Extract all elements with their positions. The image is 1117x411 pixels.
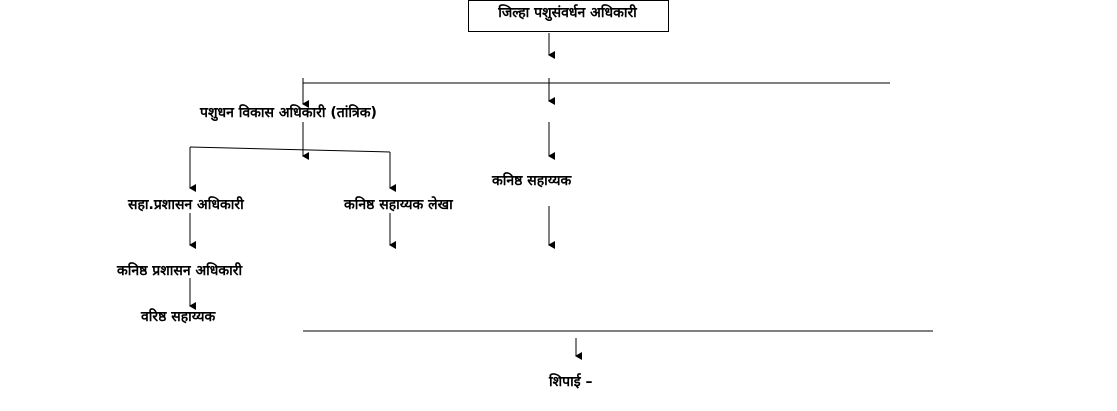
node-technical-officer: पशुधन विकास अधिकारी (तांत्रिक) bbox=[200, 105, 377, 121]
node-district-officer: जिल्हा पशुसंवर्धन अधिकारी bbox=[498, 5, 637, 21]
node-junior-assistant-accounts: कनिष्ठ सहाय्यक लेखा bbox=[344, 197, 453, 213]
top-officer-box bbox=[468, 0, 669, 32]
node-junior-assistant-right: कनिष्ठ सहाय्यक bbox=[492, 173, 572, 189]
node-assistant-admin-officer: सहा.प्रशासन अधिकारी bbox=[128, 197, 244, 213]
node-peon: शिपाई – bbox=[549, 374, 593, 390]
node-junior-admin-officer: कनिष्ठ प्रशासन अधिकारी bbox=[117, 263, 243, 279]
connector-branch bbox=[189, 146, 391, 153]
node-senior-assistant: वरिष्ठ सहाय्यक bbox=[141, 309, 216, 325]
